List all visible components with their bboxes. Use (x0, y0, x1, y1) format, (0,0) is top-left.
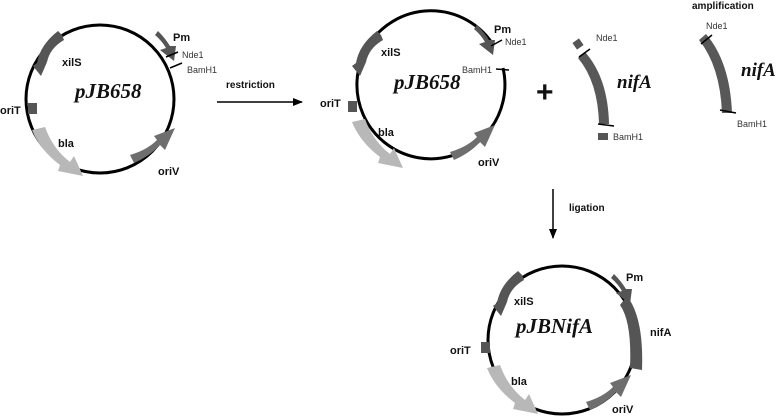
nde1-label: Nde1 (706, 21, 728, 31)
oriv-gene-arrow (130, 128, 175, 163)
nifa-gene-block (620, 296, 643, 370)
pm-label: Pm (173, 32, 190, 44)
xils-gene-arrow (33, 31, 64, 76)
plasmid-backbone (24, 23, 176, 175)
plasmid-name: pJB658 (392, 70, 461, 94)
nde1-end-mark (490, 39, 503, 47)
plasmid-pjb658-original: Pm Nde1 BamH1 xilS oriT bla oriV pJB658 (0, 23, 217, 178)
pm-promoter-arrow (155, 31, 176, 61)
oriv-gene-arrow (586, 375, 631, 410)
oriv-label: oriV (612, 404, 634, 416)
amplification-label: amplification (692, 1, 754, 12)
xils-label: xilS (381, 47, 401, 59)
bamh1-cut-mark (719, 109, 737, 114)
pm-promoter-arrow (474, 25, 495, 55)
pm-label: Pm (494, 24, 511, 36)
xils-label: xilS (514, 296, 534, 308)
bla-gene-arrow (32, 127, 83, 176)
pm-label: Pm (626, 272, 643, 284)
bamh1-fragment (598, 133, 608, 140)
bamh1-label: BamH1 (737, 119, 767, 129)
oriv-label: oriV (158, 166, 180, 178)
nde1-fragment (572, 38, 584, 50)
nifa-insert-body (578, 52, 609, 124)
nde1-cut-mark (700, 34, 713, 45)
orit-label: oriT (0, 105, 21, 117)
bamh1-site-mark (169, 62, 183, 69)
bamh1-label: BamH1 (187, 65, 217, 75)
bla-label: bla (58, 138, 75, 150)
oriv-gene-arrow (450, 125, 495, 160)
nde1-site-mark (165, 51, 179, 58)
nifa-label: nifA (650, 327, 671, 339)
orit-label: oriT (450, 345, 471, 357)
orit-box (348, 101, 357, 112)
bamh1-label: BamH1 (613, 132, 643, 142)
orit-box (481, 342, 490, 353)
ligation-label: ligation (569, 203, 605, 214)
oriv-label: oriV (478, 157, 500, 169)
plasmid-pjb658-cut: Pm Nde1 BamH1 xilS oriT bla oriV pJB658 (320, 9, 527, 169)
bamh1-cut-mark (597, 123, 615, 127)
orit-label: oriT (320, 98, 341, 110)
bla-gene-arrow (487, 365, 538, 414)
nifa-insert-body (699, 34, 732, 113)
orit-box (28, 103, 37, 114)
bla-gene-arrow (352, 119, 403, 168)
bla-label: bla (378, 127, 395, 139)
plasmid-name: pJBNifA (514, 314, 593, 338)
bamh1-label: BamH1 (462, 65, 492, 75)
xils-gene-arrow (493, 271, 524, 316)
xils-gene-arrow (352, 31, 383, 76)
ligation-step: ligation (549, 189, 605, 239)
nde1-label: Nde1 (505, 37, 527, 47)
insert-name: nifA (741, 60, 776, 81)
bamh1-end-mark (495, 68, 510, 71)
plus-sign: + (536, 76, 554, 109)
plasmid-pjbnifa: Pm nifA xilS oriT bla oriV pJBNifA (450, 264, 671, 416)
xils-label: xilS (62, 57, 82, 69)
nde1-cut-mark (578, 48, 591, 58)
nde1-label: Nde1 (596, 33, 618, 43)
nifa-insert-amplified: amplification Nde1 BamH1 nifA (692, 1, 776, 129)
plasmid-name: pJB658 (73, 79, 142, 103)
restriction-step: restriction (217, 80, 303, 106)
bla-label: bla (511, 376, 528, 388)
insert-name: nifA (617, 72, 652, 93)
nifa-insert-digested: Nde1 BamH1 nifA (572, 33, 652, 142)
restriction-label: restriction (226, 80, 275, 91)
nde1-label: Nde1 (182, 50, 204, 60)
